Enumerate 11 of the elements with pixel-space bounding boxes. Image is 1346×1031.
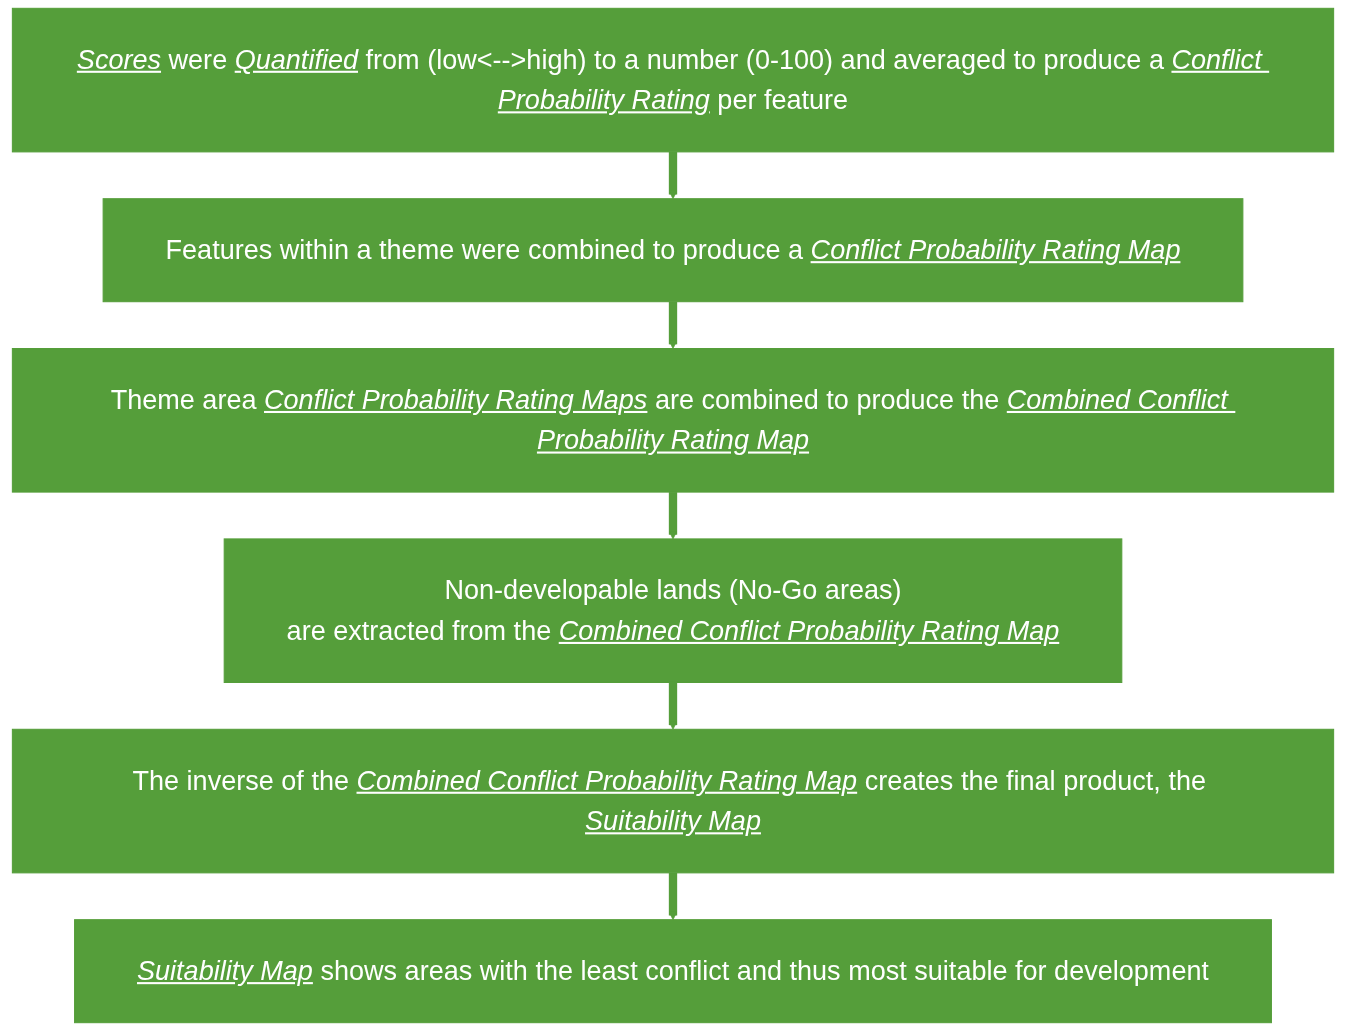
node-box: Scores were Quantified from (low<-->high) to a number (0-100) and averaged to produce a Conflict Probability Rating per feature — [11, 7, 1335, 153]
node-box: The inverse of the Combined Conflict Probability Rating Map creates the final product, the Suitability Map — [11, 728, 1335, 874]
node-box: Features within a theme were combined to produce a Conflict Probability Rating Map — [102, 198, 1244, 303]
arrow — [668, 872, 678, 921]
arrow — [668, 682, 678, 730]
arrow — [668, 491, 678, 540]
node-box: Non-developable lands (No-Go areas) are extracted from the Combined Conflict Probability Rating Map — [223, 538, 1123, 683]
arrow — [668, 151, 678, 200]
node-box: Theme area Conflict Probability Rating Maps are combined to produce the Combined Conflict Probability Rating Map — [11, 348, 1335, 493]
arrow — [668, 301, 678, 349]
node-box: Suitability Map shows areas with the least conflict and thus most suitable for development — [74, 919, 1272, 1024]
